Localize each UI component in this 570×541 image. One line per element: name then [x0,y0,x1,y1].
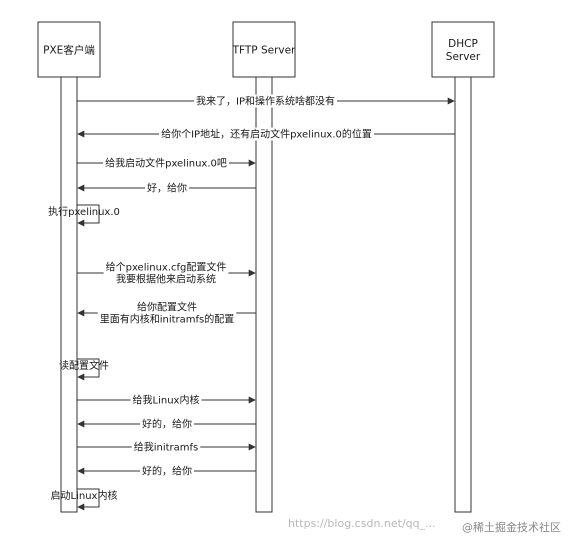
message-3: 好，给你 [77,181,256,195]
label-backing [103,260,229,274]
actor-client: PXE客户端 [37,21,101,513]
label-backing [145,181,189,195]
message-label: 我要根据他来启动系统 [116,273,216,286]
lifeline-tftp [255,76,273,513]
label-backing [140,464,194,478]
message-label: 给我initramfs [134,441,199,454]
message-label: 给个pxelinux.cfg配置文件 [106,261,227,274]
message-0: 我来了，IP和操作系统啥都没有 [77,94,455,108]
label-backing [114,272,218,286]
message-label: 里面有内核和initramfs的配置 [100,313,235,326]
watermark-logo: @稀土掘金技术社区 [462,520,561,534]
message-2: 给我启动文件pxelinux.0吧 [77,156,256,170]
message-label: 给你配置文件 [137,301,197,314]
message-11: 好的，给你 [77,464,256,478]
message-label: 好的，给你 [142,465,192,478]
message-9: 好的，给你 [77,417,256,431]
message-7: 读配置文件 [59,358,109,381]
label-backing [194,94,337,108]
message-label: 给我Linux内核 [133,394,200,407]
message-10: 给我initramfs [77,440,256,454]
message-4: 执行pxelinux.0 [48,204,120,227]
message-label: 启动Linux内核 [51,489,118,502]
actor-tftp: TFTP Server [232,21,296,513]
label-backing [135,300,199,314]
label-backing [130,393,202,407]
watermark: https://blog.csdn.net/qq_... @稀土掘金技术社区 [288,517,561,534]
message-label: 执行pxelinux.0 [48,205,120,218]
lifeline-client [60,76,78,513]
self-message-loop [77,204,100,227]
actor-label-client: PXE客户端 [43,44,95,57]
lifeline-dhcp [454,76,472,513]
label-backing [103,156,229,170]
self-message-loop [77,488,100,511]
message-label: 读配置文件 [59,359,109,372]
actor-label-dhcp: DHCP [448,38,478,50]
label-backing [97,312,237,326]
message-label: 我来了，IP和操作系统啥都没有 [196,95,335,108]
label-backing [159,127,374,141]
message-label: 好的，给你 [142,418,192,431]
actor-label-dhcp: Server [446,51,481,63]
actor-label-tftp: TFTP Server [232,45,296,57]
label-backing [131,440,201,454]
message-label: 给我启动文件pxelinux.0吧 [105,157,227,170]
message-8: 给我Linux内核 [77,393,256,407]
self-message-loop [77,358,100,381]
message-label: 给你个IP地址，还有启动文件pxelinux.0的位置 [161,128,372,141]
actor-box-tftp [232,21,296,78]
actor-box-client [37,21,101,78]
message-1: 给你个IP地址，还有启动文件pxelinux.0的位置 [77,127,455,141]
watermark-url: https://blog.csdn.net/qq_... [288,517,436,530]
message-12: 启动Linux内核 [51,488,118,511]
label-backing [140,417,194,431]
message-label: 好，给你 [147,182,187,195]
